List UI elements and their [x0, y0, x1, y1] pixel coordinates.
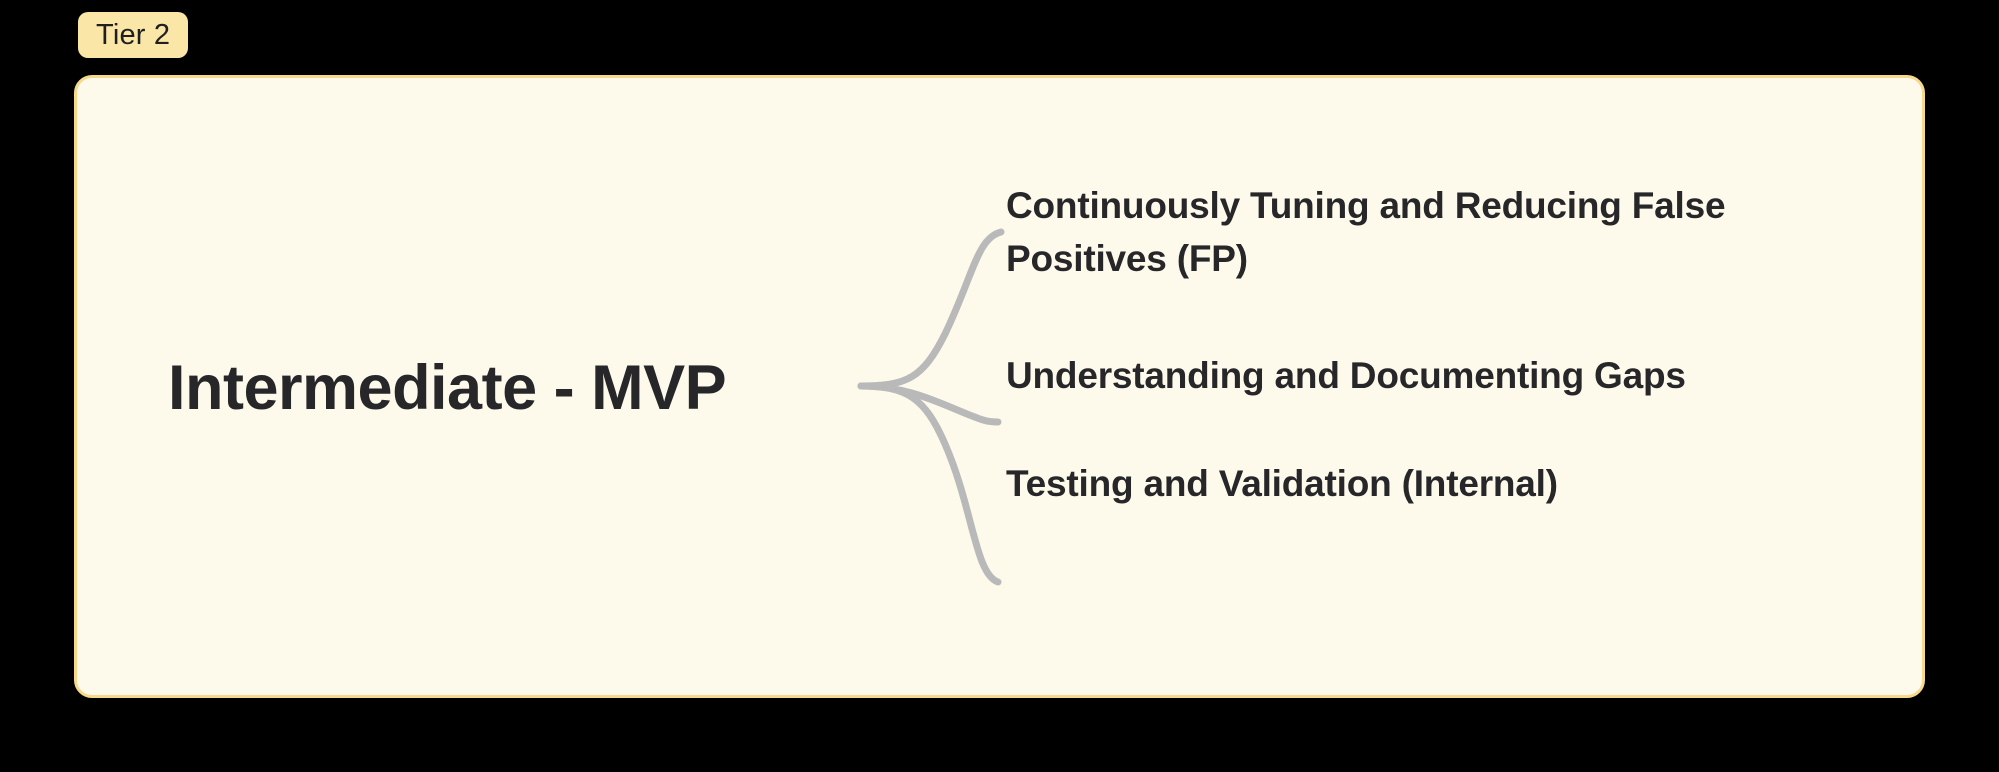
branch-line-1 [857, 382, 1002, 426]
mindmap-card: Intermediate - MVP Continuously Tuning a… [74, 75, 1925, 698]
branch-line-2 [857, 382, 1002, 586]
mindmap-root-label: Intermediate - MVP [168, 352, 727, 423]
mindmap-branch-label-1: Understanding and Documenting Gaps [1006, 355, 1686, 396]
mindmap-canvas: Intermediate - MVP Continuously Tuning a… [77, 78, 1922, 695]
mindmap-branch-node-2[interactable]: Testing and Validation (Internal) [1006, 458, 1806, 511]
mindmap-root-node[interactable]: Intermediate - MVP [168, 348, 858, 428]
mindmap-branch-node-1[interactable]: Understanding and Documenting Gaps [1006, 350, 1876, 403]
mindmap-branch-node-0[interactable]: Continuously Tuning and Reducing False P… [1006, 180, 1826, 285]
branch-line-0 [857, 228, 1005, 390]
tier-badge-label: Tier 2 [96, 18, 171, 51]
mindmap-branch-label-0: Continuously Tuning and Reducing False P… [1006, 185, 1726, 279]
tier-badge: Tier 2 [78, 12, 189, 58]
mindmap-branch-label-2: Testing and Validation (Internal) [1006, 463, 1558, 504]
